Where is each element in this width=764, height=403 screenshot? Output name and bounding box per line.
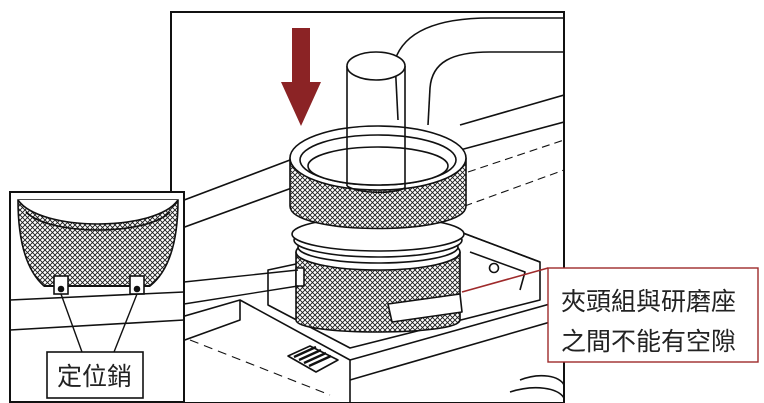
- chuck-shaft: [346, 66, 406, 188]
- seat-hole: [488, 262, 500, 274]
- locating-pin-left: [53, 275, 69, 295]
- base-plate-edge: [171, 159, 291, 206]
- gap-warning-callout: 夾頭組與研磨座 之間不能有空隙: [461, 267, 759, 363]
- main-view: [170, 11, 565, 403]
- pin-leader-left: [60, 293, 83, 353]
- pin-leader-right: [113, 293, 138, 353]
- locating-pin-label-box: [46, 351, 144, 399]
- gap-warning-box: [547, 267, 759, 363]
- inset-connector: [183, 269, 299, 283]
- locating-tab: [387, 293, 463, 323]
- locating-pin-right: [129, 275, 145, 295]
- gap-warning-line2: 之間不能有空隙: [561, 327, 736, 356]
- locating-pin-callout: 定位銷: [46, 293, 144, 399]
- gap-warning-line1: 夾頭組與研磨座: [561, 287, 736, 316]
- vent-grille: [287, 345, 339, 373]
- locating-pin-label: 定位銷: [57, 362, 132, 391]
- down-arrow-icon: [281, 28, 321, 126]
- gap-leader-line: [461, 267, 549, 293]
- support-tube: [394, 17, 564, 61]
